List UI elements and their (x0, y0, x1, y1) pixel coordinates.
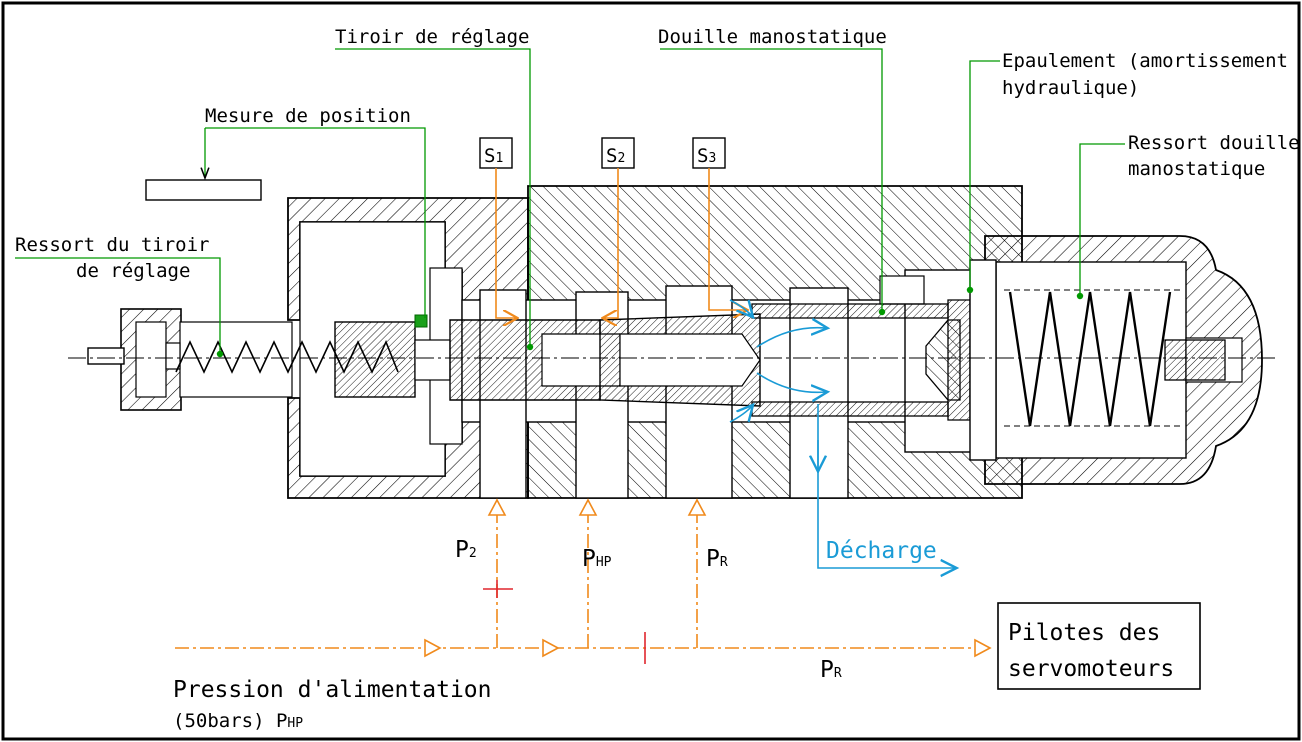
label-pr-bottom: PR (820, 657, 842, 683)
label-douille: Douille manostatique (658, 26, 887, 48)
label-php: PHP (582, 546, 612, 572)
control-spool (334, 313, 761, 407)
label-pression-2: (50bars) PHP (173, 710, 303, 732)
discharge-flow (729, 299, 955, 568)
label-ressort-douille-1: Ressort douille (1128, 132, 1300, 154)
label-s2: S2 (606, 145, 625, 167)
label-s3: S3 (697, 145, 716, 167)
manostatic-sleeve (751, 259, 1226, 461)
spool-spring (175, 339, 399, 374)
label-pilotes-2: servomoteurs (1008, 656, 1174, 682)
section-marks (479, 137, 746, 318)
servomotor-pilots-box (997, 602, 1201, 690)
label-pr-top: PR (706, 546, 728, 572)
pressure-lines (175, 498, 992, 664)
label-decharge: Décharge (826, 538, 937, 564)
label-ressort-douille-2: manostatique (1128, 158, 1265, 180)
label-p2: P2 (455, 537, 477, 563)
label-epaulement-1: Epaulement (amortissement (1002, 50, 1288, 72)
label-pilotes-1: Pilotes des (1008, 620, 1160, 646)
label-ressort-tiroir-2: de réglage (76, 260, 190, 282)
label-mesure: Mesure de position (205, 105, 411, 127)
left-end-cap (87, 308, 293, 411)
label-s1: S1 (484, 145, 503, 167)
label-pression-1: Pression d'alimentation (173, 677, 492, 703)
label-epaulement-2: hydraulique) (1002, 77, 1139, 99)
right-spring-housing (984, 235, 1263, 485)
position-sensor-box (145, 179, 262, 201)
position-sensor-marker (414, 314, 428, 328)
leader-lines (15, 48, 1125, 358)
label-ressort-tiroir-1: Ressort du tiroir (15, 234, 209, 256)
sleeve-spring (1004, 289, 1180, 427)
label-tiroir-reglage: Tiroir de réglage (335, 26, 529, 48)
